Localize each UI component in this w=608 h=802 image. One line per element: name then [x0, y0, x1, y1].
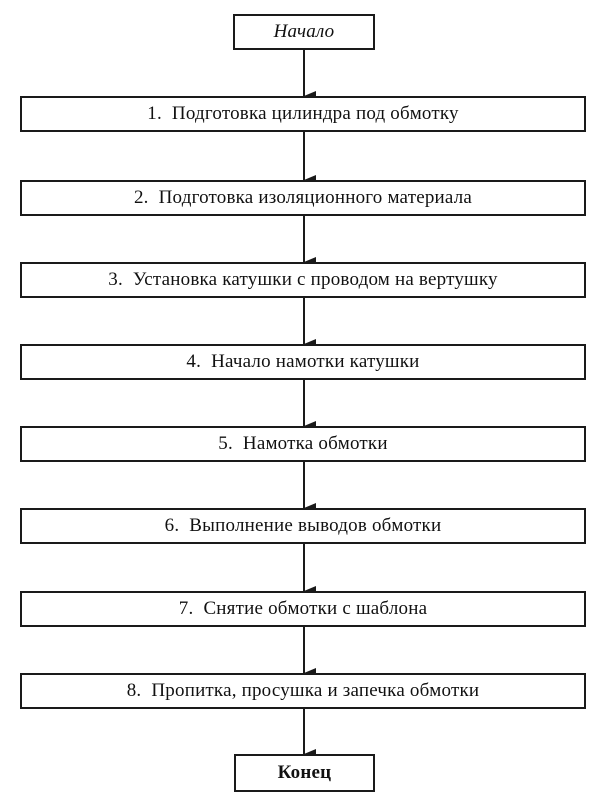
step-5-box: 5. Намотка обмотки — [20, 426, 586, 462]
step-1-label: Подготовка цилиндра под обмотку — [171, 103, 459, 124]
step-4-box: 4. Начало намотки катушки — [20, 344, 586, 380]
step-5-number: 5. — [218, 433, 233, 454]
step-8-box: 8. Пропитка, просушка и запечка обмотки — [20, 673, 586, 709]
end-label: Конец — [277, 762, 332, 783]
step-2-number: 2. — [133, 187, 149, 208]
step-2-box: 2. Подготовка изоляционного материала — [20, 180, 586, 216]
step-1-box: 1. Подготовка цилиндра под обмотку — [20, 96, 586, 132]
start-node: Начало — [233, 14, 375, 50]
step-6-box: 6. Выполнение выводов обмотки — [20, 508, 586, 544]
step-3-number: 3. — [108, 269, 123, 290]
step-3-label: Установка катушки с проводом на вертушку — [132, 269, 498, 290]
step-6-number: 6. — [164, 515, 180, 536]
start-label: Начало — [273, 21, 335, 42]
end-node: Конец — [234, 754, 375, 792]
step-3-box: 3. Установка катушки с проводом на верту… — [20, 262, 586, 298]
step-2-label: Подготовка изоляционного материала — [158, 187, 473, 208]
step-7-box: 7. Снятие обмотки с шаблона — [20, 591, 586, 627]
step-7-label: Снятие обмотки с шаблона — [203, 598, 428, 619]
step-5-label: Намотка обмотки — [242, 433, 388, 454]
step-4-number: 4. — [186, 351, 202, 372]
step-8-label: Пропитка, просушка и запечка обмотки — [151, 680, 480, 701]
step-8-number: 8. — [126, 680, 142, 701]
step-1-number: 1. — [147, 103, 162, 124]
step-6-label: Выполнение выводов обмотки — [189, 515, 442, 536]
step-4-label: Начало намотки катушки — [211, 351, 420, 372]
step-7-number: 7. — [178, 598, 194, 619]
